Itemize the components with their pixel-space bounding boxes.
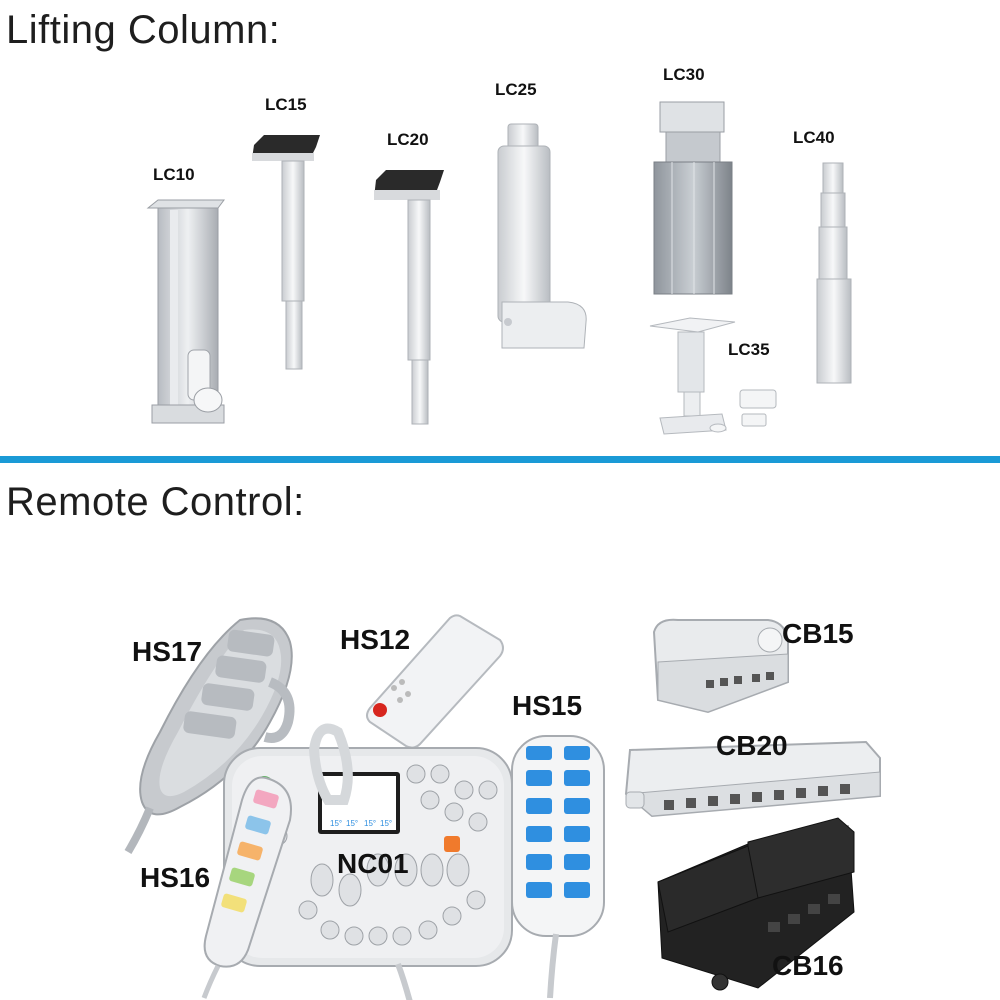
section-divider xyxy=(0,456,1000,463)
nc01-screen-angle-2: 15° xyxy=(346,819,358,828)
lc25-column-image xyxy=(497,123,587,349)
hs16-handset-image xyxy=(201,776,292,999)
lc15-column-image xyxy=(252,135,320,370)
lc40-label: LC40 xyxy=(793,128,835,147)
lifting-column-title: Lifting Column: xyxy=(6,8,281,52)
lc15-label: LC15 xyxy=(265,95,307,114)
nc01-screen-angle-1: 15° xyxy=(330,819,342,828)
hs12-label: HS12 xyxy=(340,624,411,655)
hs16-label: HS16 xyxy=(140,862,211,893)
nc01-screen-angle-4: 15° xyxy=(380,819,392,828)
hs15-handset-image xyxy=(511,735,605,999)
lc10-label: LC10 xyxy=(153,165,195,184)
lc35-label: LC35 xyxy=(728,340,770,359)
cb16-label: CB16 xyxy=(772,950,844,981)
nc01-panel-image: 15° 15° 15° 15° xyxy=(223,723,513,1000)
lc10-column-image xyxy=(146,199,225,424)
hs17-label: HS17 xyxy=(132,636,203,667)
hs12-handset-image xyxy=(366,614,504,749)
nc01-screen-angle-3: 15° xyxy=(364,819,376,828)
nc01-label: NC01 xyxy=(337,848,409,879)
remote-control-title: Remote Control: xyxy=(6,480,305,524)
lc20-label: LC20 xyxy=(387,130,429,149)
lc30-label: LC30 xyxy=(663,65,705,84)
hs17-handset-image xyxy=(124,617,295,855)
cb15-label: CB15 xyxy=(782,618,854,649)
hs15-label: HS15 xyxy=(512,690,583,721)
lc20-column-image xyxy=(374,170,444,425)
cb16-box-image xyxy=(657,817,855,991)
cb15-box-image xyxy=(652,618,789,714)
lc40-column-image xyxy=(816,162,852,384)
lc35-column-image xyxy=(649,317,777,435)
cb20-label: CB20 xyxy=(716,730,788,761)
lc30-column-image xyxy=(653,101,733,295)
lc25-label: LC25 xyxy=(495,80,537,99)
cb20-box-image xyxy=(624,740,881,818)
